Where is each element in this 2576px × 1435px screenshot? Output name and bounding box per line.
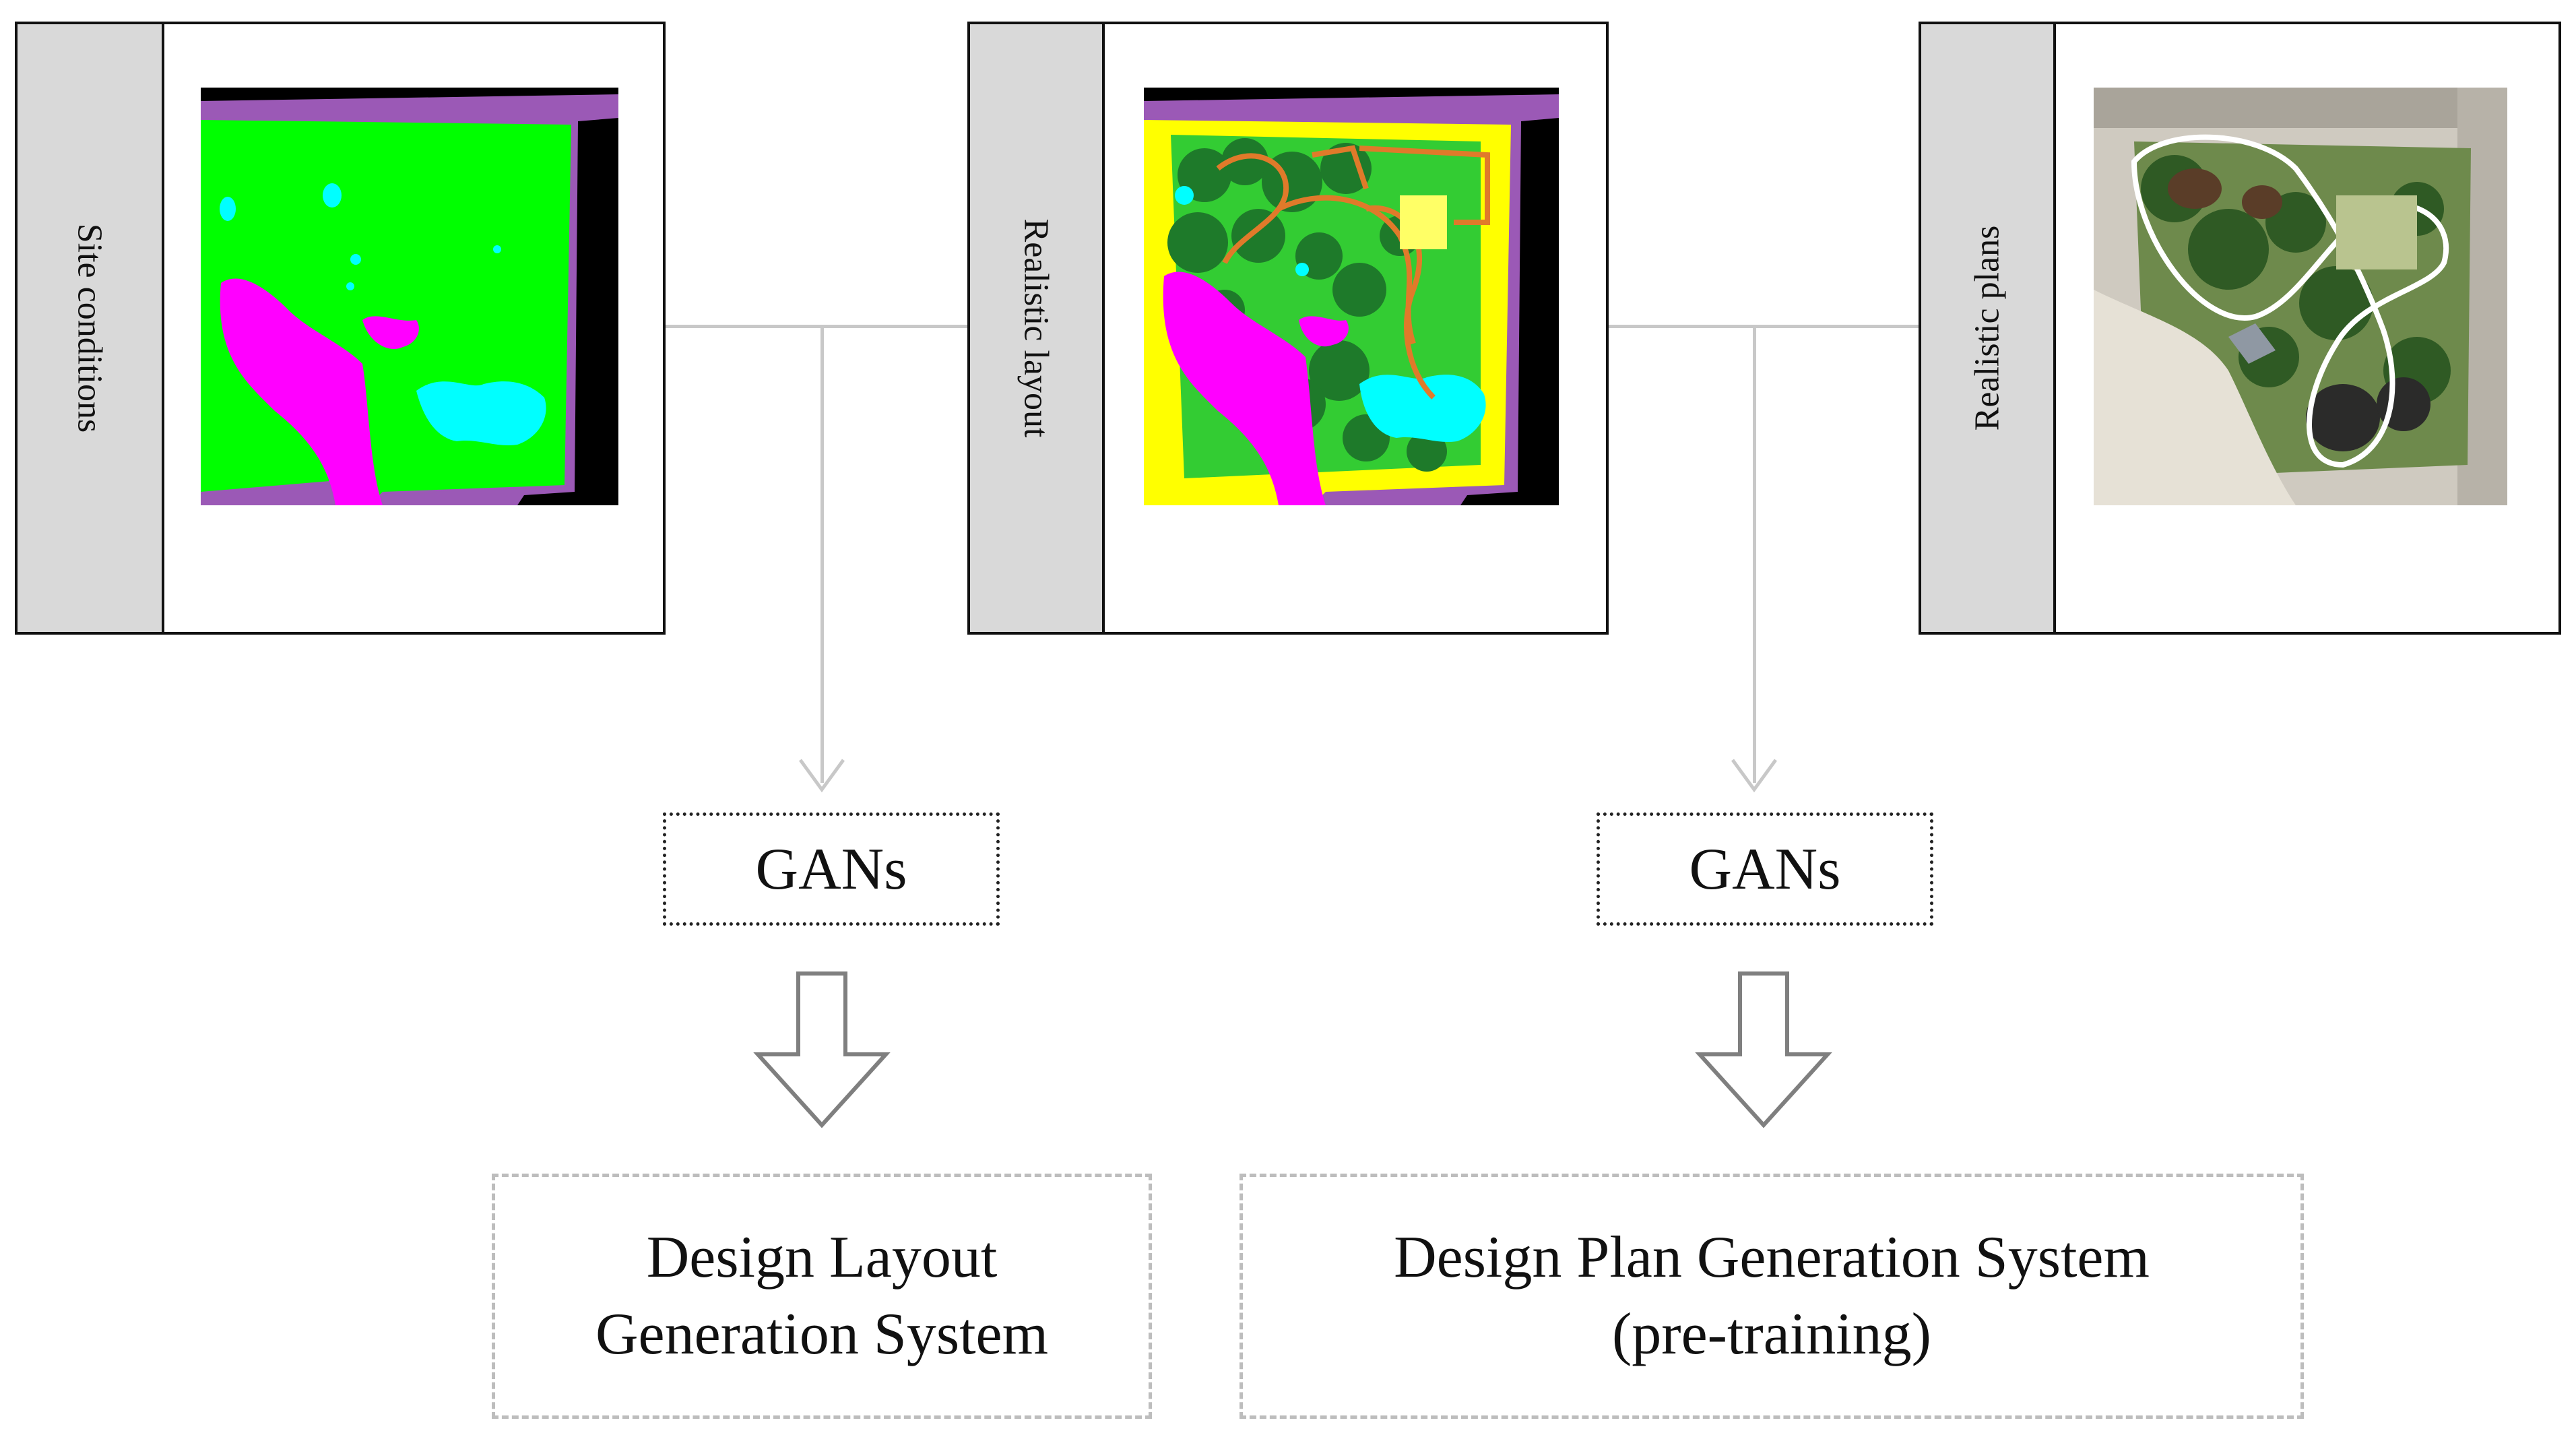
panel-label-bar: Realistic plans bbox=[1921, 24, 2056, 632]
down-arrow-1 bbox=[753, 971, 891, 1128]
design-plan-system-box: Design Plan Generation System (pre-train… bbox=[1239, 1174, 2304, 1419]
gans-box-1: GANs bbox=[663, 812, 1000, 926]
system-title-line-2: Generation System bbox=[595, 1302, 1049, 1367]
panel-label-bar: Site conditions bbox=[18, 24, 164, 632]
panel-realistic-plans: Realistic plans bbox=[1919, 22, 2561, 635]
down-arrow-2 bbox=[1695, 971, 1832, 1128]
connector-line-2 bbox=[1609, 325, 1919, 328]
site-conditions-map bbox=[201, 88, 618, 505]
panel-label: Realistic plans bbox=[1968, 225, 2007, 431]
realistic-plan-aerial bbox=[2094, 88, 2507, 505]
panel-site-conditions: Site conditions bbox=[15, 22, 666, 635]
panel-realistic-layout: Realistic layout bbox=[967, 22, 1609, 635]
gans-box-2: GANs bbox=[1597, 812, 1933, 926]
connector-line-1-drop bbox=[820, 325, 824, 783]
panel-label: Site conditions bbox=[70, 223, 109, 433]
connector-arrowhead-1 bbox=[798, 759, 845, 793]
connector-line-2-drop bbox=[1753, 325, 1756, 783]
system-title-line-1: Design Plan Generation System bbox=[1394, 1224, 2150, 1290]
connector-arrowhead-2 bbox=[1731, 759, 1778, 793]
system-title-line-2: (pre-training) bbox=[1612, 1302, 1931, 1367]
system-title-line-1: Design Layout bbox=[646, 1224, 998, 1290]
design-layout-system-box: Design Layout Generation System bbox=[492, 1174, 1152, 1419]
realistic-layout-map bbox=[1144, 88, 1559, 505]
panel-label-bar: Realistic layout bbox=[970, 24, 1105, 632]
connector-line-1 bbox=[666, 325, 967, 328]
panel-label: Realistic layout bbox=[1017, 218, 1056, 438]
